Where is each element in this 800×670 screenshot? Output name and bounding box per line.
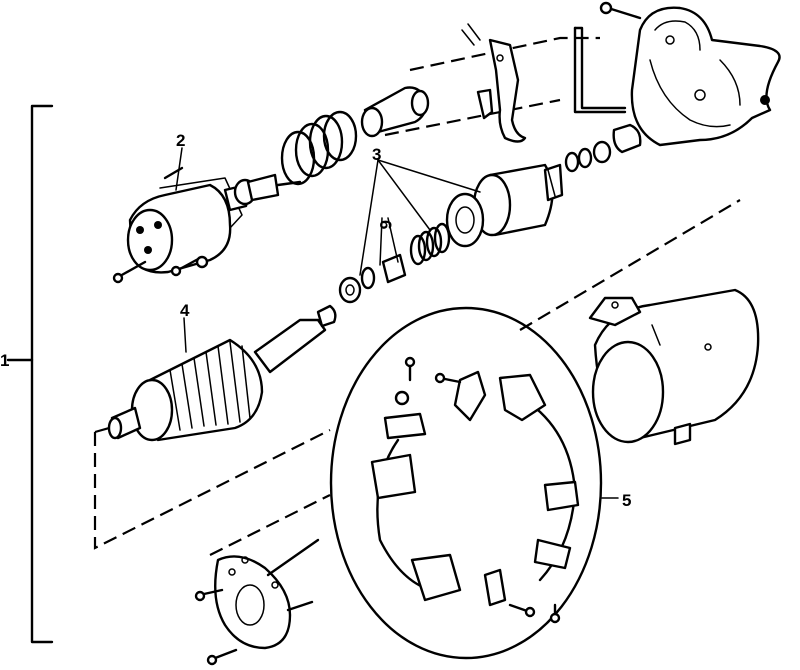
- drive-end-washers: [564, 123, 642, 173]
- drive-housing: [630, 6, 781, 147]
- callout-3: 3: [372, 145, 381, 164]
- callout-1: 1: [0, 351, 9, 370]
- solenoid-plunger: [233, 173, 302, 206]
- solenoid: [126, 166, 249, 274]
- field-frame: [591, 288, 760, 446]
- brush-holder-inset: [329, 306, 603, 660]
- assembly-bracket: [6, 104, 54, 644]
- shift-lever: [461, 23, 527, 143]
- armature: [107, 304, 337, 442]
- leader-lines: [175, 147, 619, 499]
- drive-pinion-assembly: [445, 163, 564, 248]
- callout-4: 4: [180, 301, 190, 320]
- callout-2: 2: [176, 131, 185, 150]
- callout-6: 6: [376, 220, 395, 229]
- callout-5: 5: [622, 491, 631, 510]
- drive-spring: [409, 222, 451, 266]
- stop-collar: [338, 253, 407, 304]
- pole-shoe: [588, 296, 642, 327]
- through-bolt-top: [599, 1, 642, 20]
- commutator-end-frame: [194, 538, 320, 666]
- plunger-spring: [280, 110, 358, 186]
- solenoid-screws: [112, 255, 209, 284]
- shaft-link: [573, 26, 627, 114]
- plunger: [360, 86, 430, 138]
- alignment-dashed-lines: [93, 36, 741, 556]
